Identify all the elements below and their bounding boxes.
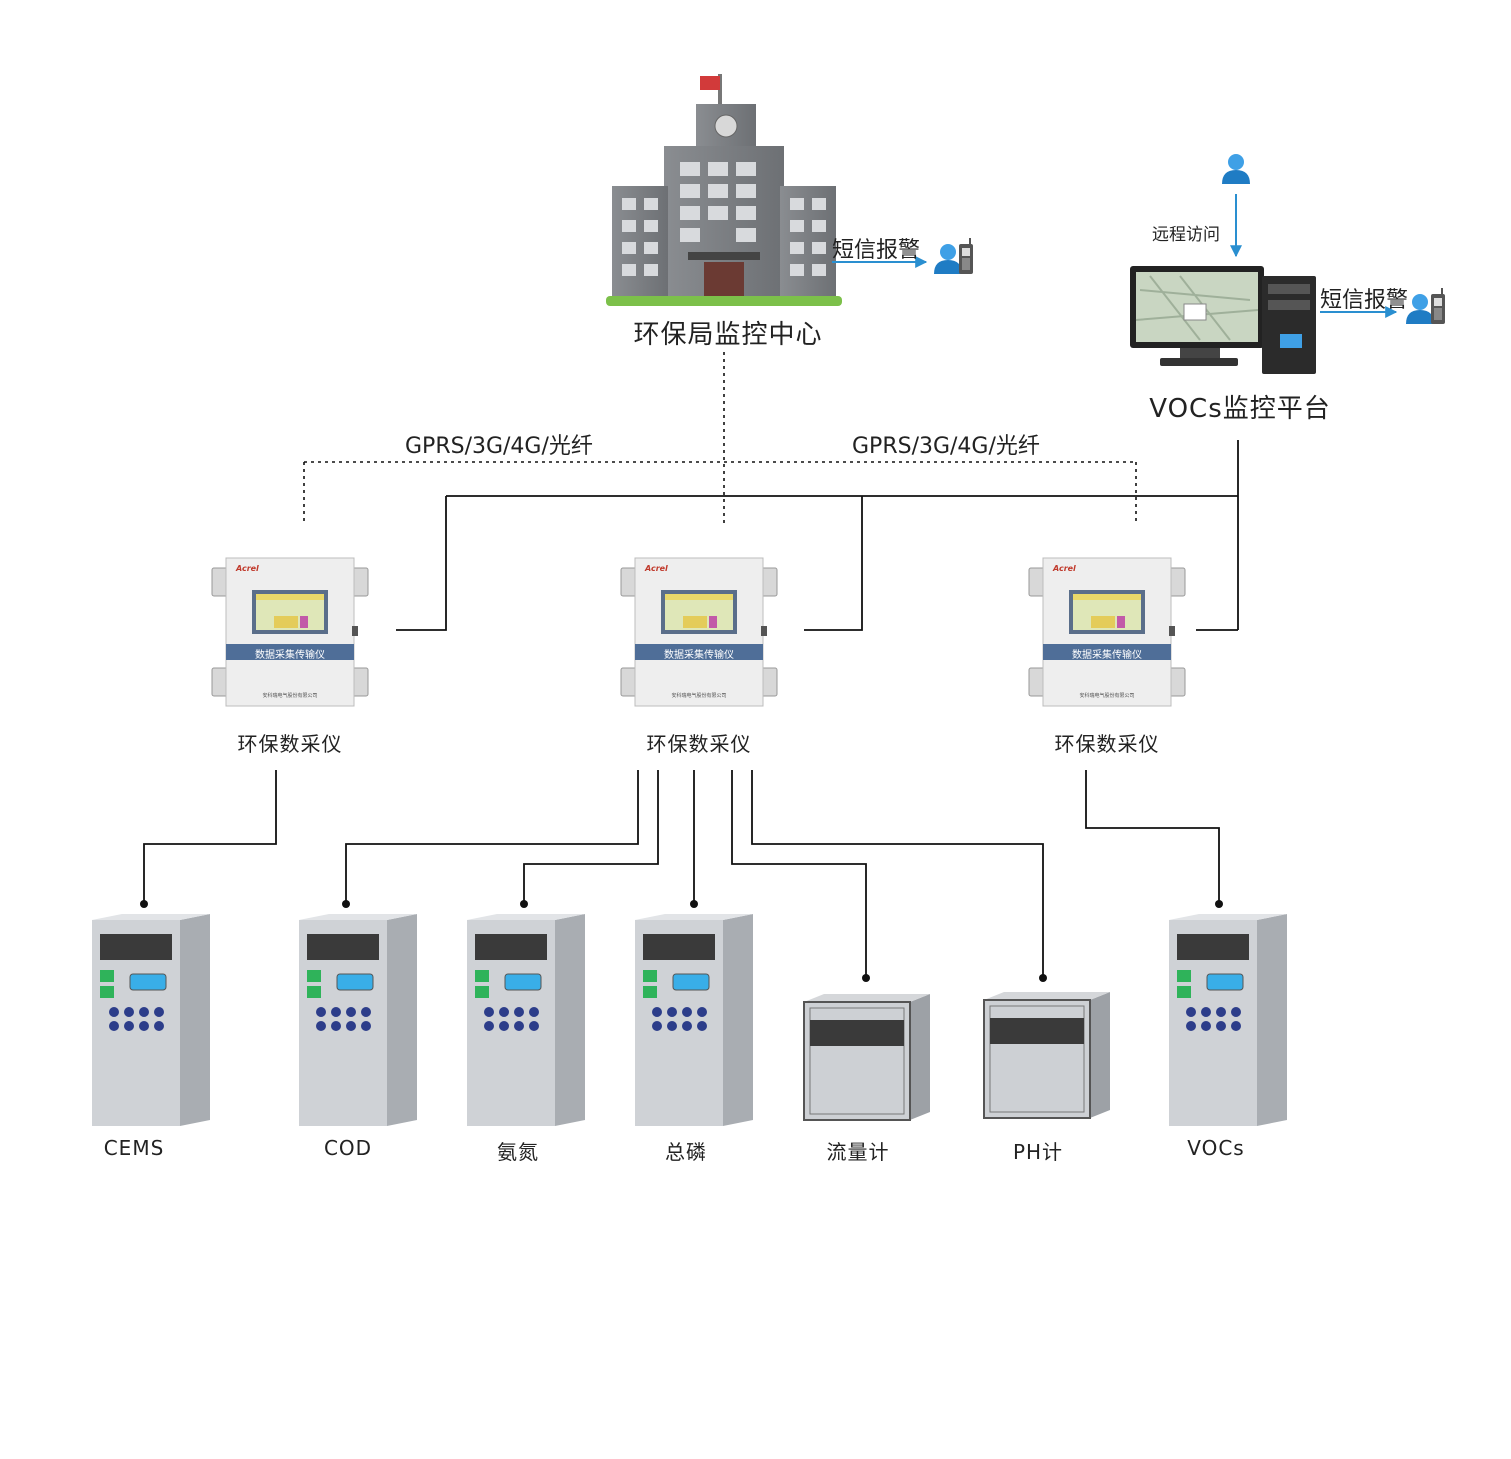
analyzer-cems — [91, 913, 211, 1127]
analyzer-flowmeter — [803, 993, 931, 1121]
analyzer-total-phosphorus — [634, 913, 754, 1127]
data-collector-2 — [620, 557, 778, 707]
computer-icon — [1130, 266, 1316, 374]
epa-center-label: 环保局监控中心 — [633, 320, 823, 350]
analyzer-label-ammonia: 氨氮 — [497, 1140, 539, 1164]
collector-label-2: 环保数采仪 — [646, 732, 752, 756]
analyzer-label-vocs: VOCs — [1187, 1136, 1245, 1160]
wireless-network-lines — [303, 352, 1137, 524]
wired-network-lines — [396, 440, 1239, 631]
field-wiring-lines — [143, 770, 1220, 978]
remote-access-label: 远程访问 — [1152, 225, 1220, 245]
analyzer-label-cod: COD — [323, 1136, 373, 1160]
vocs-sms-label: 短信报警 — [1320, 288, 1409, 313]
collector-maker: 安科瑞电气股份有限公司 — [262, 693, 318, 699]
vocs-sms-person-icon — [1406, 294, 1434, 324]
network-label-left: GPRS/3G/4G/光纤 — [405, 434, 593, 459]
vocs-platform-label: VOCs监控平台 — [1149, 394, 1331, 424]
collector-brand: Acrel — [236, 564, 259, 573]
collector-label-3: 环保数采仪 — [1054, 732, 1160, 756]
collector-brand: Acrel — [1053, 564, 1076, 573]
data-collector-3 — [1028, 557, 1186, 707]
remote-user-icon — [1222, 154, 1250, 184]
analyzer-cod — [298, 913, 418, 1127]
network-label-right: GPRS/3G/4G/光纤 — [852, 434, 1040, 459]
connection-dots — [140, 900, 1223, 982]
data-collector-1 — [211, 557, 369, 707]
collector-screen-title: 数据采集传输仪 — [255, 650, 325, 661]
collector-screen-title: 数据采集传输仪 — [1072, 650, 1142, 661]
collector-maker: 安科瑞电气股份有限公司 — [1079, 693, 1135, 699]
collector-screen-title: 数据采集传输仪 — [664, 650, 734, 661]
analyzer-label-cems: CEMS — [103, 1136, 165, 1160]
collector-brand: Acrel — [645, 564, 668, 573]
analyzer-label-phosphorus: 总磷 — [665, 1140, 707, 1164]
epa-building-icon — [606, 74, 842, 306]
epa-sms-person-icon — [934, 244, 962, 274]
collector-label-1: 环保数采仪 — [237, 732, 343, 756]
analyzer-vocs — [1168, 913, 1288, 1127]
vocs-sms-phone-icon — [1431, 288, 1445, 324]
epa-sms-label: 短信报警 — [832, 238, 921, 263]
analyzer-ph-meter — [983, 991, 1111, 1119]
analyzer-label-ph: PH计 — [1012, 1140, 1064, 1164]
analyzer-label-flowmeter: 流量计 — [826, 1140, 890, 1164]
collector-maker: 安科瑞电气股份有限公司 — [671, 693, 727, 699]
analyzer-ammonia — [466, 913, 586, 1127]
epa-sms-phone-icon — [959, 238, 973, 274]
